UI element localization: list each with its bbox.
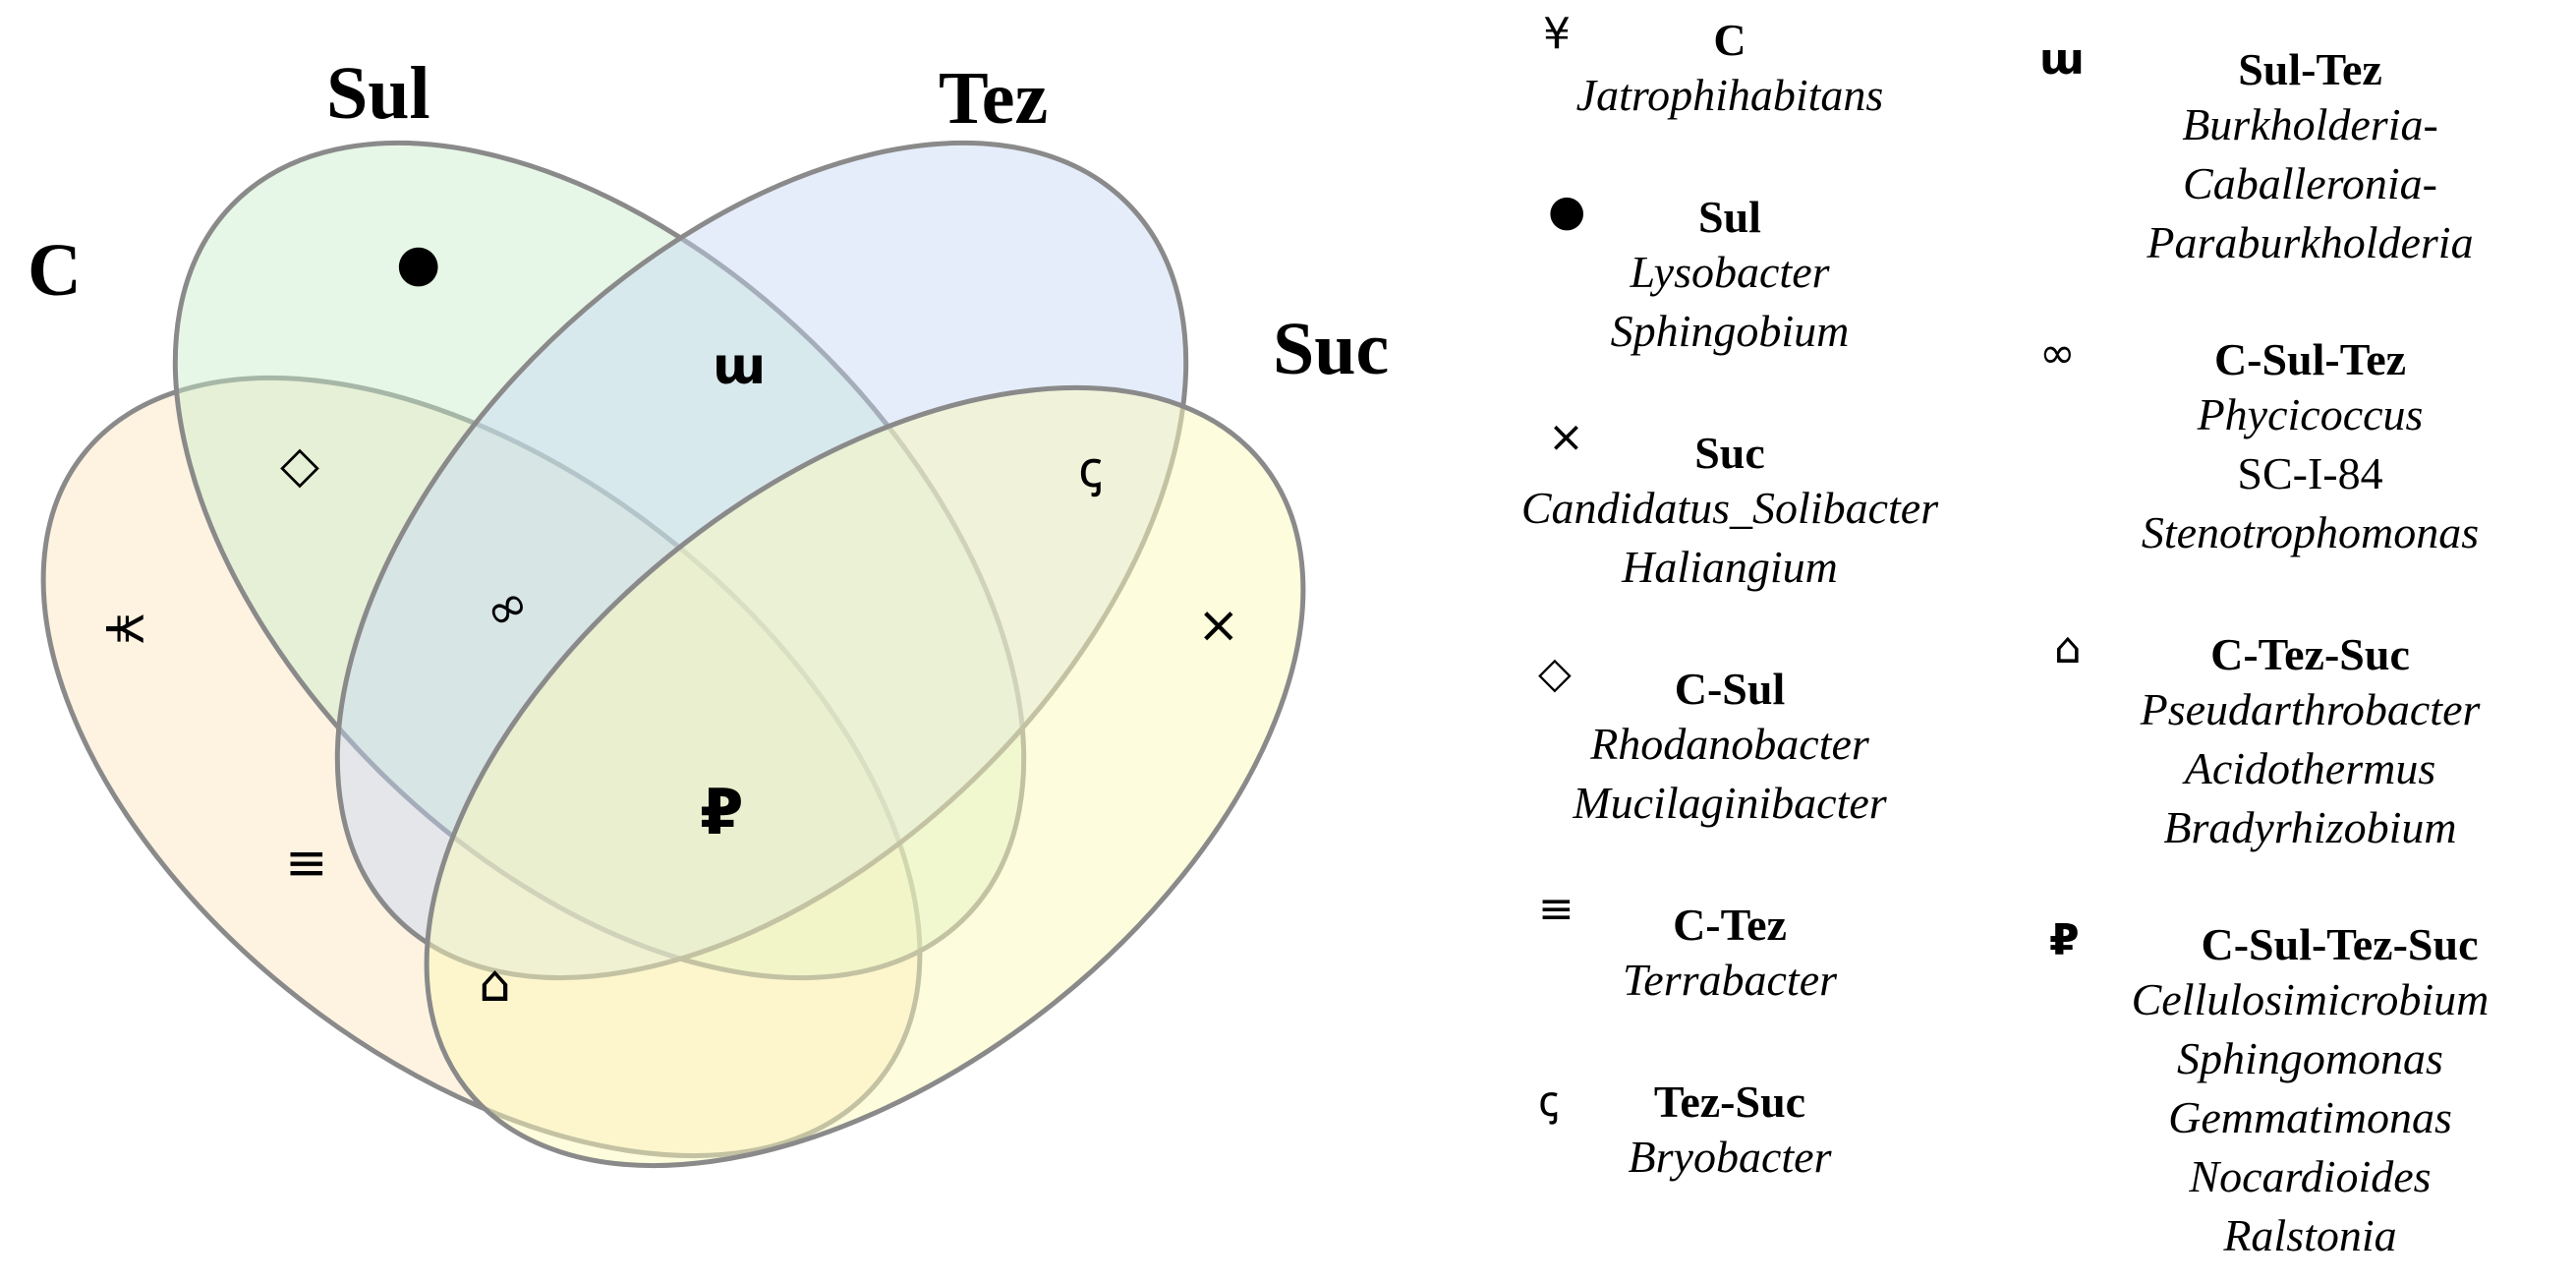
set-label-tez: Tez (939, 57, 1048, 140)
legend-genus: Bryobacter (1628, 1132, 1832, 1182)
legend-label-c-sul-tez: C-Sul-Tez (2213, 334, 2407, 384)
legend-label-c-tez: C-Tez (1673, 900, 1787, 950)
region-symbol-c: ¥ (93, 612, 152, 645)
legend-symbol-c-sul: ◇ (1538, 648, 1572, 698)
region-symbol-c-sul: ◇ (280, 436, 319, 495)
legend-entry-c-tez-suc: ⌂ C-Tez-Suc Pseudarthrobacter Acidothermu… (2044, 623, 2576, 857)
region-symbol-sul-tez: ɯ (713, 337, 766, 396)
legend-genus: Pseudarthrobacter (2140, 684, 2481, 734)
legend-symbol-sul-tez: ɯ (2039, 34, 2085, 85)
legend-entry-c-tez: ≡ C-Tez Terrabacter (1415, 884, 2044, 1010)
legend-entry-c: ¥ C Jatrophihabitans (1415, 9, 2044, 125)
region-symbol-c-tez: ≡ (285, 834, 328, 893)
legend-label-c: C (1713, 15, 1746, 65)
legend-genus: Nocardioides (2189, 1151, 2432, 1201)
legend-genus: Stenotrophomonas (2141, 507, 2480, 557)
legend-genus: Jatrophihabitans (1575, 70, 1884, 120)
legend-genus: Rhodanobacter (1590, 719, 1869, 769)
legend-entry-sul-tez: ɯ Sul-Tez Burkholderia- Caballeronia- Par… (2039, 34, 2576, 272)
legend-genus: Sphingobium (1610, 306, 1850, 356)
set-label-c: C (28, 229, 82, 312)
legend-entry-c-sul: ◇ C-Sul Rhodanobacter Mucilaginibacter (1415, 648, 2044, 833)
legend-entry-sul: ● Sul Lysobacter Sphingobium (1415, 186, 2044, 361)
legend-genus: Terrabacter (1622, 955, 1838, 1005)
legend-symbol-c-tez-suc: ⌂ (2054, 623, 2082, 673)
region-symbol-c-tez-suc: ⌂ (479, 955, 511, 1014)
legend-symbol-c-sul-tez: ∞ (2039, 328, 2076, 379)
legend-genus: Acidothermus (2184, 743, 2436, 793)
legend-genus: Candidatus_Solibacter (1520, 483, 1939, 533)
legend-entry-c-sul-tez: ∞ C-Sul-Tez Phycicoccus SC-I-84 Stenotrop… (2039, 328, 2576, 562)
legend-genus: SC-I-84 (2237, 448, 2383, 498)
region-symbol-tez-suc: ꞔ (1078, 440, 1103, 499)
legend-genus: Sphingomonas (2177, 1033, 2443, 1083)
legend-label-c-sul: C-Sul (1674, 664, 1786, 714)
legend-symbol-c-tez: ≡ (1538, 884, 1574, 934)
legend-label-sul-tez: Sul-Tez (2238, 44, 2382, 94)
legend-genus: Lysobacter (1630, 247, 1830, 297)
set-label-sul: Sul (326, 52, 430, 135)
legend-symbol-c-sul-tez-suc: ₽ (2049, 915, 2080, 965)
legend-genus: Phycicoccus (2197, 389, 2424, 439)
set-suc-ellipse (424, 385, 1306, 1168)
legend-symbol-c: ¥ (1543, 9, 1571, 59)
venn-diagram: C Sul Tez Suc ¥ ● × ◇ ≡ ꞔ ɯ ∞ ⌂ ₽ (28, 52, 1389, 1168)
legend-label-suc: Suc (1694, 428, 1765, 478)
legend-symbol-tez-suc: ꞔ (1538, 1077, 1560, 1127)
legend-entry-tez-suc: ꞔ Tez-Suc Bryobacter (1415, 1077, 2044, 1187)
legend-symbol-sul: ● (1548, 186, 1586, 236)
legend-genus: Gemmatimonas (2168, 1092, 2452, 1142)
region-symbol-sul: ● (396, 234, 440, 293)
region-symbol-c-sul-tez-suc: ₽ (700, 777, 744, 849)
legend-label-sul: Sul (1698, 192, 1761, 242)
legend-entry-suc: × Suc Candidatus_Solibacter Haliangium (1415, 412, 2044, 597)
legend-genus: Cellulosimicrobium (2131, 974, 2490, 1024)
legend-label-c-sul-tez-suc: C-Sul-Tez-Suc (2201, 919, 2479, 969)
legend-genus: Ralstonia (2223, 1210, 2397, 1260)
legend-genus: Mucilaginibacter (1573, 778, 1887, 828)
legend-symbol-suc: × (1548, 412, 1584, 462)
set-label-suc: Suc (1273, 308, 1389, 390)
legend-label-tez-suc: Tez-Suc (1653, 1077, 1806, 1127)
legend-genus: Bradyrhizobium (2163, 802, 2457, 852)
legend-genus: Paraburkholderia (2147, 217, 2474, 267)
legend-genus: Haliangium (1622, 542, 1838, 592)
legend-genus: Burkholderia- (2182, 99, 2438, 149)
legend-label-c-tez-suc: C-Tez-Suc (2210, 629, 2410, 679)
legend: ¥ C Jatrophihabitans ● Sul Lysobacter Sphi… (1415, 0, 2576, 1282)
legend-genus: Caballeronia- (2183, 158, 2437, 208)
legend-entry-c-sul-tez-suc: ₽ C-Sul-Tez-Suc Cellulosimicrobium Sphing… (2044, 915, 2576, 1265)
region-symbol-suc: × (1197, 596, 1240, 655)
